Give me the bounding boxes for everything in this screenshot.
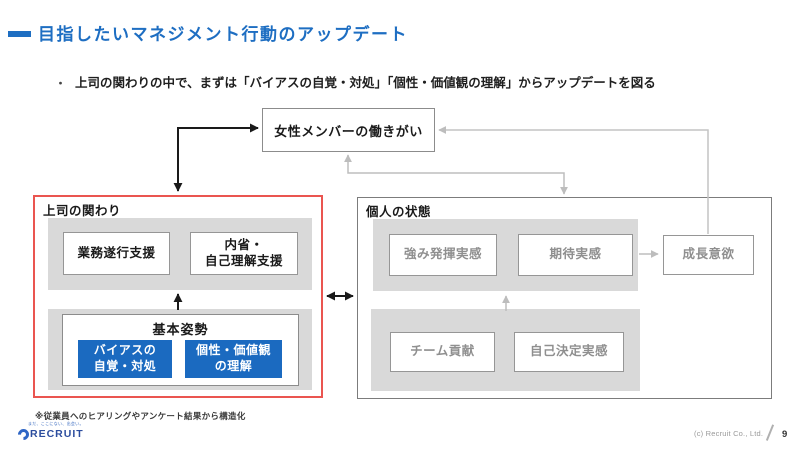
bullet-icon: ・ xyxy=(55,78,66,90)
page-title: 目指したいマネジメント行動のアップデート xyxy=(38,25,408,44)
base-stance-box: 基本姿勢 バイアスの 自覚・対処 個性・価値観 の理解 xyxy=(62,314,299,386)
page-number-slash xyxy=(765,424,774,441)
bullet-text: 上司の関わりの中で、まずは「バイアスの自覚・対処」「個性・価値観の理解」からアッ… xyxy=(75,76,656,90)
individual-section-label: 個人の状態 xyxy=(366,205,432,219)
strength-realization-label: 強み発揮実感 xyxy=(403,247,482,262)
bullet-line: ・上司の関わりの中で、まずは「バイアスの自覚・対処」「個性・価値観の理解」からア… xyxy=(55,72,656,91)
self-determination-label: 自己決定実感 xyxy=(529,344,608,359)
task-support-box: 業務遂行支援 xyxy=(63,232,170,275)
page-number: 9 xyxy=(782,429,788,440)
arrow-outcome-individual xyxy=(344,154,568,195)
manager-section: 上司の関わり 業務遂行支援 内省・ 自己理解支援 基本姿勢 バイアスの 自覚・対… xyxy=(33,195,323,398)
logo-tagline: まだ、ここにない、出会い。 xyxy=(28,421,84,426)
values-understanding-line2: の理解 xyxy=(214,359,253,373)
values-understanding-line1: 個性・価値観 xyxy=(195,343,271,358)
recruit-logo-icon xyxy=(15,426,32,442)
copyright: (c) Recruit Co., Ltd. xyxy=(694,429,764,438)
team-contribution-box: チーム貢献 xyxy=(390,332,495,372)
growth-motivation-box: 成長意欲 xyxy=(663,235,754,275)
arrow-manager-to-outcome xyxy=(173,123,259,192)
team-contribution-label: チーム貢献 xyxy=(410,344,475,359)
strength-realization-box: 強み発揮実感 xyxy=(389,234,497,276)
bias-awareness-line1: バイアスの xyxy=(93,343,157,358)
self-determination-box: 自己決定実感 xyxy=(514,332,624,372)
outcome-label: 女性メンバーの働きがい xyxy=(274,123,423,139)
base-stance-label: 基本姿勢 xyxy=(152,322,209,337)
reflection-support-label-line1: 内省・ xyxy=(224,237,264,252)
manager-section-label: 上司の関わり xyxy=(43,204,122,218)
task-support-label: 業務遂行支援 xyxy=(77,245,156,260)
expectation-realization-box: 期待実感 xyxy=(518,234,633,276)
individual-section: 個人の状態 強み発揮実感 期待実感 チーム貢献 自己決定実感 成長意欲 xyxy=(357,197,772,399)
bias-awareness-line2: 自覚・対処 xyxy=(93,359,157,373)
recruit-logo: まだ、ここにない、出会い。 RECRUIT xyxy=(15,421,84,442)
expectation-realization-label: 期待実感 xyxy=(549,247,602,262)
reflection-support-label-line2: 自己理解支援 xyxy=(204,253,283,268)
reflection-support-box: 内省・ 自己理解支援 xyxy=(190,232,298,275)
outcome-box: 女性メンバーの働きがい xyxy=(262,108,435,152)
footnote: ※従業員へのヒアリングやアンケート結果から構造化 xyxy=(35,411,246,421)
title-accent-dash xyxy=(8,31,31,37)
bias-awareness-box: バイアスの 自覚・対処 xyxy=(78,340,172,378)
values-understanding-box: 個性・価値観 の理解 xyxy=(185,340,282,378)
growth-motivation-label: 成長意欲 xyxy=(682,247,735,262)
recruit-logo-text: RECRUIT xyxy=(30,428,84,440)
